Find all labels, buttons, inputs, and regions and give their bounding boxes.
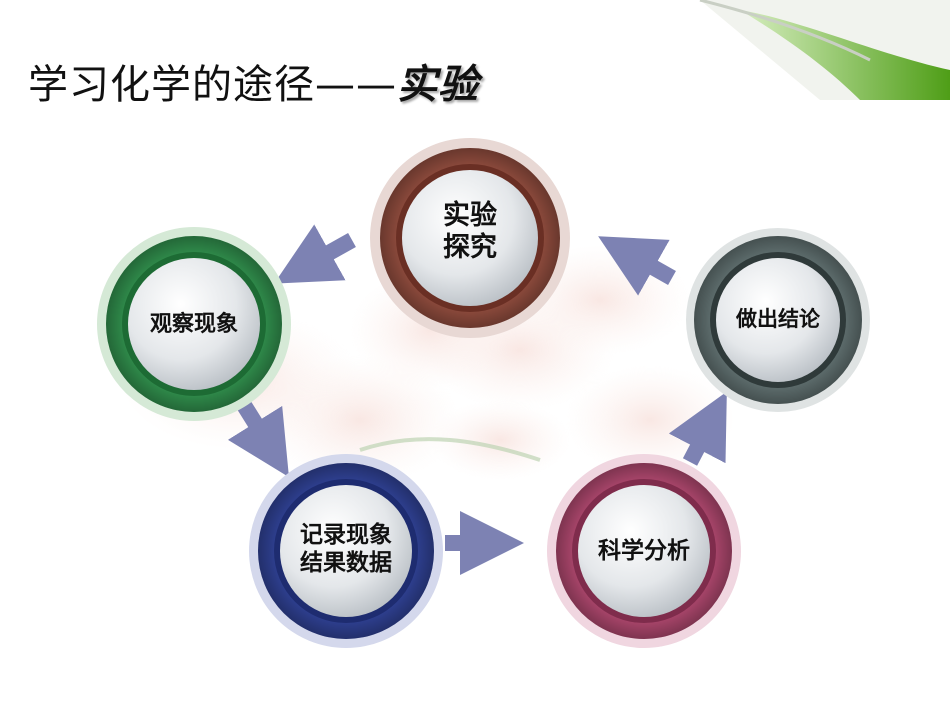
node-experiment-circle: [370, 138, 570, 338]
node-conclude-label: 做出结论: [698, 307, 858, 332]
node-conclude-line1: 做出结论: [736, 307, 820, 331]
node-experiment-label: 实验 探究: [390, 200, 550, 265]
node-experiment-line2: 探究: [443, 232, 497, 264]
flow-arrows: [227, 224, 727, 575]
arrow-analyze-to-conclude: [668, 391, 727, 466]
node-analyze-line1: 科学分析: [598, 538, 690, 564]
arrow-experiment-to-observe: [274, 224, 356, 284]
node-analyze-label: 科学分析: [564, 538, 724, 566]
node-record-line2: 结果数据: [300, 549, 392, 576]
corner-decoration: [699, 0, 950, 100]
title-main: 学习化学的途径——: [28, 62, 397, 108]
arrow-observe-to-record: [227, 397, 289, 478]
title-emphasis: 实验: [397, 62, 479, 108]
node-experiment-line1: 实验: [443, 200, 497, 231]
node-record-line1: 记录现象: [300, 522, 392, 548]
node-conclude-circle: [686, 228, 870, 412]
node-analyze-circle: [547, 454, 741, 648]
slide-title: 学习化学的途径——实验: [28, 52, 479, 110]
node-record-circle: [249, 454, 443, 648]
arrow-conclude-to-experiment: [598, 236, 676, 296]
node-observe-line1: 观察现象: [149, 312, 238, 337]
node-observe-label: 观察现象: [114, 312, 274, 338]
node-record-label: 记录现象 结果数据: [266, 522, 426, 577]
node-observe-circle: [97, 227, 291, 421]
